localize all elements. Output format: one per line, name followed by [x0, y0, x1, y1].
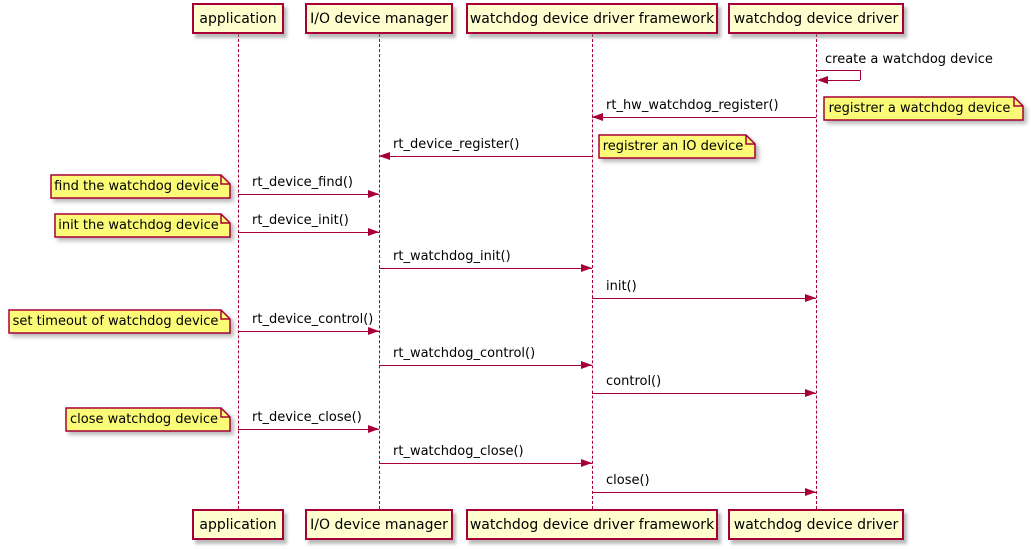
participant-box-bottom-application: application: [192, 509, 284, 540]
message-label: rt_device_init(): [252, 213, 349, 228]
note-label: close watchdog device: [70, 412, 218, 427]
participant-label: watchdog device driver: [733, 10, 899, 27]
note: registrer a watchdog device: [823, 96, 1024, 121]
note-label: find the watchdog device: [54, 179, 219, 194]
lifeline-driver: [816, 34, 817, 509]
note: init the watchdog device: [54, 213, 231, 238]
arrowhead: [805, 389, 816, 397]
arrowhead: [817, 76, 828, 84]
participant-box-top-driver: watchdog device driver: [728, 3, 904, 34]
message-label: rt_watchdog_control(): [393, 346, 536, 361]
message-line: [592, 393, 816, 395]
note-label: set timeout of watchdog device: [12, 314, 219, 329]
message-self-line-bottom: [822, 80, 860, 82]
participant-box-bottom-framework: watchdog device driver framework: [466, 509, 718, 540]
arrowhead: [368, 327, 379, 335]
note-label: init the watchdog device: [58, 218, 219, 233]
message-self-line-side: [860, 70, 862, 80]
message-label: rt_watchdog_close(): [393, 444, 524, 459]
message-line: [592, 492, 816, 494]
note-label: registrer an IO device: [602, 139, 744, 154]
message-label: rt_device_find(): [252, 175, 353, 190]
note-shape: [823, 96, 1024, 121]
participant-box-bottom-io: I/O device manager: [305, 509, 453, 540]
message-line: [379, 463, 592, 465]
message-label: rt_device_control(): [252, 312, 374, 327]
message-label: init(): [606, 279, 637, 294]
message-line: [379, 268, 592, 270]
arrowhead: [581, 264, 592, 272]
message-line: [238, 429, 379, 431]
message-label: rt_watchdog_init(): [393, 249, 511, 264]
message-label: close(): [606, 473, 650, 488]
message-label: rt_device_register(): [393, 137, 520, 152]
message-self-line-top: [816, 70, 860, 72]
message-line: [592, 117, 816, 119]
participant-label: watchdog device driver framework: [469, 10, 715, 27]
message-line: [238, 194, 379, 196]
message-line: [379, 365, 592, 367]
arrowhead: [368, 425, 379, 433]
participant-label: application: [199, 10, 277, 27]
arrowhead: [581, 459, 592, 467]
participant-label: I/O device manager: [310, 10, 448, 27]
note: find the watchdog device: [50, 174, 231, 199]
lifeline-application: [238, 34, 239, 509]
note: close watchdog device: [65, 407, 231, 432]
note-shape: [54, 213, 231, 238]
arrowhead: [805, 294, 816, 302]
note-shape: [598, 134, 756, 159]
note-shape: [8, 309, 231, 334]
message-line: [379, 156, 592, 158]
message-label: create a watchdog device: [825, 52, 993, 67]
participant-box-top-framework: watchdog device driver framework: [466, 3, 718, 34]
lifeline-framework: [592, 34, 593, 509]
note: set timeout of watchdog device: [8, 309, 231, 334]
arrowhead: [592, 113, 603, 121]
note-shape: [65, 407, 231, 432]
note: registrer an IO device: [598, 134, 756, 159]
arrowhead: [368, 190, 379, 198]
lifeline-io: [379, 34, 380, 509]
message-line: [238, 232, 379, 234]
note-shape: [50, 174, 231, 199]
participant-label: I/O device manager: [310, 516, 448, 533]
participant-label: application: [199, 516, 277, 533]
participant-box-bottom-driver: watchdog device driver: [728, 509, 904, 540]
message-line: [592, 298, 816, 300]
message-line: [238, 331, 379, 333]
arrowhead: [368, 228, 379, 236]
arrowhead: [581, 361, 592, 369]
message-label: rt_hw_watchdog_register(): [606, 98, 779, 113]
arrowhead: [805, 488, 816, 496]
message-label: rt_device_close(): [252, 410, 362, 425]
note-label: registrer a watchdog device: [828, 101, 1011, 116]
participant-label: watchdog device driver framework: [469, 516, 715, 533]
message-label: control(): [606, 374, 662, 389]
arrowhead: [379, 152, 390, 160]
participant-box-top-application: application: [192, 3, 284, 34]
participant-label: watchdog device driver: [733, 516, 899, 533]
participant-box-top-io: I/O device manager: [305, 3, 453, 34]
